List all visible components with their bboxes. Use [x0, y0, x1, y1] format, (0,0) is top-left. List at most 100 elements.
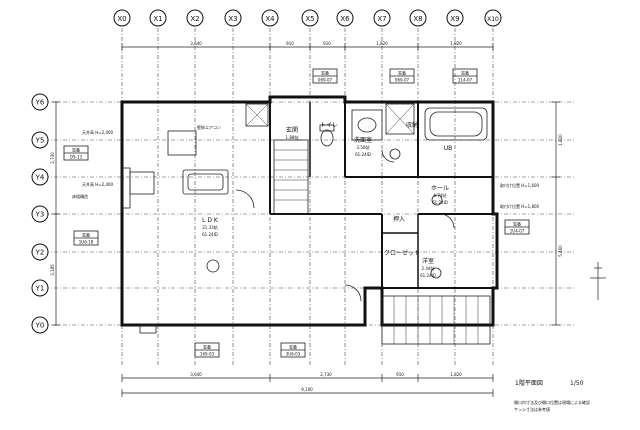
window-label: 窓番: [398, 70, 406, 76]
axis-bubble-x: X7: [373, 9, 391, 27]
axis-bubble-x: X2: [186, 9, 204, 27]
axis-label-x: X7: [377, 15, 386, 23]
room-name: ホール: [431, 185, 449, 192]
room-name: 洗面室: [354, 136, 372, 144]
window-callout: 窓番 D9-13: [63, 145, 89, 161]
footnote-2: サッシ寸法は参考値: [514, 406, 550, 412]
axis-bubble-x: X4: [261, 9, 279, 27]
room-area-id: 61.24ID: [432, 200, 448, 205]
room-area: 1.88帖: [286, 134, 299, 140]
room-name: L D K: [202, 217, 219, 224]
axis-label-x: X0: [117, 15, 126, 23]
dim-top-2: 910: [286, 41, 294, 46]
room-label: 押入: [393, 215, 405, 223]
room-label: L D K21.33帖 61.24ID: [202, 217, 219, 237]
window-code: 114-07: [458, 78, 473, 83]
axis-bubble-x: X1: [149, 9, 167, 27]
window-label: 窓番: [321, 70, 329, 76]
axis-bubble-y: Y2: [31, 243, 49, 261]
footnote-1: 開口内寸法及び開口位置は現場による確認: [514, 399, 590, 405]
room-label: 玄関1.88帖: [286, 126, 299, 140]
axis-label-y: Y0: [35, 322, 45, 330]
axis-label-x: X4: [265, 15, 275, 23]
axis-label-x: X10: [487, 16, 499, 23]
room-name: 洋室: [422, 257, 434, 265]
room-area: 21.33帖: [202, 224, 217, 230]
axis-label-y: Y4: [35, 174, 45, 182]
plan-note: 床組構造: [72, 193, 88, 199]
room-name: 玄関: [286, 126, 298, 134]
room-label: クローゼット: [384, 249, 420, 257]
axis-bubble-y: Y0: [31, 316, 49, 334]
room-label: 収納: [406, 121, 418, 129]
fixtures: [121, 103, 491, 345]
window-code: 3U6-03: [286, 352, 301, 357]
room-label: 洋室2.44帖 61.24ID: [420, 257, 436, 278]
axis-label-y: Y2: [35, 249, 45, 257]
window-callout: 窓番 1U6-18: [73, 230, 99, 246]
window-code: 1U4-07: [510, 229, 525, 234]
dim-bottom-4: 1,820: [450, 372, 462, 377]
porch-deck: [381, 295, 491, 345]
dimension-lines: [52, 43, 560, 397]
plan-note: 取付け位置 H=1,800: [500, 203, 540, 209]
axis-bubble-y: Y4: [31, 168, 49, 186]
axis-label-y: Y1: [35, 285, 45, 293]
window-label: 窓番: [289, 344, 297, 350]
window-label: 窓番: [72, 147, 80, 153]
north-arrow-icon: [590, 262, 606, 300]
exterior-walls: [120, 95, 499, 327]
axis-bubble-x: X6: [336, 9, 354, 27]
axis-bubble-x: X8: [409, 9, 427, 27]
room-label: トイレ: [320, 122, 338, 129]
plan-note: 取付け位置 H=1,600: [500, 182, 540, 188]
dim-top-5: 1,820: [450, 41, 462, 46]
grid-lines: [45, 28, 575, 365]
window-code: 1U6-18: [79, 240, 94, 245]
plan-note: 天井高 H=2,400: [82, 129, 114, 135]
room-name: UB: [444, 145, 453, 152]
dim-bottom-1: 3,640: [190, 372, 202, 377]
drawing-scale: 1/50: [570, 380, 584, 387]
room-area-id: 61.24ID: [420, 273, 436, 278]
axis-bubble-y: Y5: [31, 131, 49, 149]
room-area-id: 61.24ID: [202, 232, 218, 237]
dim-bottom-total: 9,100: [301, 387, 313, 392]
dim-right-2: 5,460: [558, 245, 563, 257]
window-code: D9-13: [70, 155, 83, 160]
dim-left-2: 3,185: [50, 264, 55, 276]
axis-label-x: X2: [190, 15, 199, 23]
window-labels: 窓番D9-13窓番1U6-18窓番169-03窓番3U6-03窓番1U4-07窓…: [63, 68, 530, 358]
window-label: 窓番: [82, 232, 90, 238]
window-code: 169-03: [200, 352, 215, 357]
room-area: 2.44帖: [422, 265, 435, 271]
room-area: 3.50帖: [357, 144, 370, 150]
window-callout: 窓番 3U6-03: [280, 342, 306, 358]
axis-bubble-x: X3: [224, 9, 242, 27]
dim-top-3: 910: [323, 41, 331, 46]
stair: [273, 139, 309, 215]
axis-bubble-y: Y1: [31, 279, 49, 297]
axis-label-x: X5: [305, 15, 314, 23]
room-area-id: 61.24ID: [355, 152, 371, 157]
dim-bottom-3: 910: [396, 372, 404, 377]
axis-bubble-y: Y6: [31, 93, 49, 111]
dim-right-1: 1,820: [558, 134, 563, 146]
dimension-texts: 3,640 910 910 1,820 1,820 3,640 2,730 91…: [50, 41, 563, 392]
axis-bubble-x: X10: [484, 9, 502, 27]
axis-label-x: X8: [413, 15, 422, 23]
room-name: 収納: [406, 121, 418, 129]
dim-bottom-2: 2,730: [320, 372, 332, 377]
room-area: 6.74帖: [434, 192, 447, 198]
plan-note: 壁掛エアコン: [197, 124, 221, 130]
room-labels: L D K21.33帖61.24ID玄関1.88帖洗面室3.50帖61.24ID…: [202, 121, 452, 278]
plan-note: 天井高 H=2,400: [82, 181, 114, 187]
axis-bubble-x: X9: [446, 9, 464, 27]
